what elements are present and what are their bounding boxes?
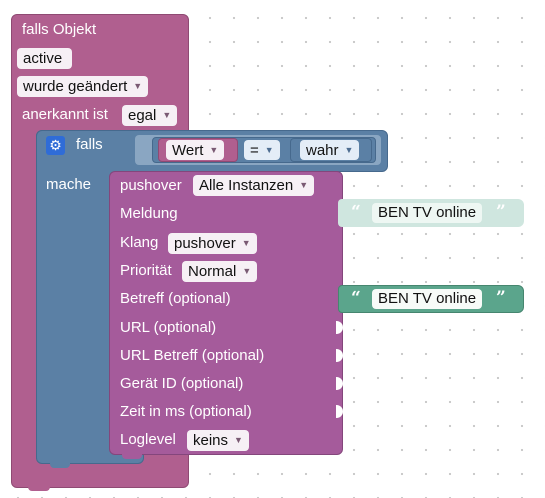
- dropdown-arrow-icon: ▼: [209, 145, 219, 155]
- value-dropdown-value: Wert: [172, 142, 204, 159]
- pushover-title: pushover: [120, 177, 182, 194]
- pushover-block-bottom-tab: [122, 453, 142, 459]
- pushover-block[interactable]: [109, 171, 343, 455]
- dropdown-arrow-icon: ▼: [264, 145, 274, 155]
- instance-dropdown[interactable]: Alle Instanzen ▼: [193, 175, 315, 196]
- meldung-text-value[interactable]: BEN TV online: [372, 203, 483, 223]
- close-quote-icon: ”: [496, 202, 506, 222]
- open-quote-icon: “: [351, 202, 361, 222]
- loglevel-dropdown-value: keins: [193, 432, 229, 449]
- close-quote-icon: ”: [496, 288, 506, 308]
- dropdown-arrow-icon: ▼: [162, 110, 172, 120]
- dropdown-arrow-icon: ▼: [299, 180, 309, 190]
- instance-dropdown-value: Alle Instanzen: [199, 177, 294, 194]
- boolean-dropdown-value: wahr: [306, 142, 339, 159]
- boolean-dropdown[interactable]: wahr ▼: [300, 140, 360, 160]
- ack-dropdown[interactable]: egal ▼: [122, 105, 178, 126]
- value-dropdown[interactable]: Wert ▼: [166, 140, 225, 160]
- field-label-meldung: Meldung: [120, 205, 178, 222]
- dropdown-arrow-icon: ▼: [242, 266, 252, 276]
- field-label-geraet-id: Gerät ID (optional): [120, 375, 244, 392]
- dropdown-arrow-icon: ▼: [234, 435, 243, 445]
- field-label-betreff: Betreff (optional): [120, 290, 231, 307]
- input-notch-zeit: [336, 405, 343, 418]
- input-notch-url: [336, 321, 343, 334]
- klang-dropdown[interactable]: pushover ▼: [168, 233, 257, 254]
- field-label-prioritaet: Priorität: [120, 262, 172, 279]
- prioritaet-dropdown-value: Normal: [188, 263, 237, 280]
- field-label-url-betreff: URL Betreff (optional): [120, 347, 265, 364]
- operator-dropdown-value: =: [250, 142, 259, 159]
- input-notch-url-betreff: [336, 349, 343, 362]
- operator-dropdown[interactable]: =▼: [244, 140, 280, 160]
- loglevel-dropdown[interactable]: keins ▼: [187, 430, 249, 451]
- trigger-dropdown-value: wurde geändert: [23, 78, 128, 95]
- gear-icon[interactable]: ⚙: [46, 136, 65, 155]
- prioritaet-dropdown[interactable]: Normal ▼: [182, 261, 258, 282]
- field-label-klang: Klang: [120, 234, 159, 251]
- ack-dropdown-value: egal: [128, 107, 157, 124]
- trigger-block-bottom-tab: [28, 486, 50, 491]
- field-label-url: URL (optional): [120, 319, 217, 336]
- dropdown-arrow-icon: ▼: [241, 238, 251, 248]
- if-block-bottom-tab: [50, 462, 70, 468]
- ack-label: anerkannt ist: [22, 106, 108, 123]
- field-label-zeit: Zeit in ms (optional): [120, 403, 252, 420]
- betreff-text-value[interactable]: BEN TV online: [372, 289, 483, 309]
- if-falls-label: falls: [76, 136, 103, 153]
- dropdown-arrow-icon: ▼: [344, 145, 354, 155]
- open-quote-icon: “: [351, 288, 361, 308]
- field-label-loglevel: Loglevel: [120, 431, 176, 448]
- klang-dropdown-value: pushover: [174, 235, 236, 252]
- input-notch-geraet-id: [336, 377, 343, 390]
- object-id-field[interactable]: active: [17, 48, 72, 69]
- dropdown-arrow-icon: ▼: [133, 81, 143, 91]
- if-mache-label: mache: [46, 176, 92, 193]
- trigger-dropdown[interactable]: wurde geändert ▼: [17, 76, 149, 97]
- trigger-block-title: falls Objekt: [22, 21, 97, 38]
